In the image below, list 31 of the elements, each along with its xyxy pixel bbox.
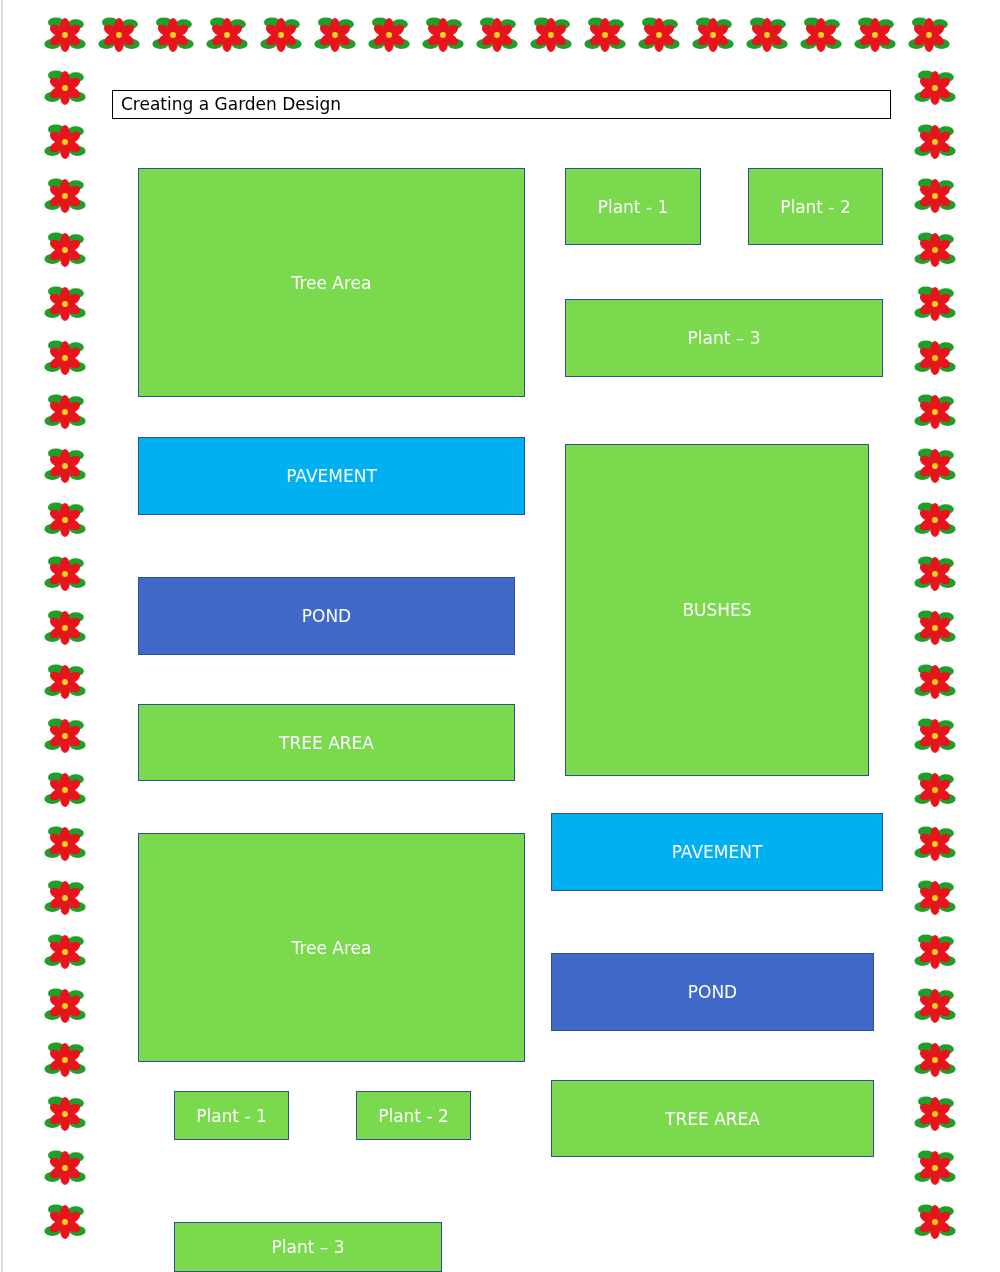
planting-area bbox=[138, 833, 525, 1062]
planting-area bbox=[551, 1080, 874, 1157]
area-label: POND bbox=[687, 982, 738, 1002]
planting-area bbox=[356, 1091, 471, 1140]
planting-area bbox=[565, 444, 869, 776]
area-label: Plant - 2 bbox=[780, 196, 851, 217]
area-label: Plant – 3 bbox=[271, 1237, 345, 1257]
area-label: TREE AREA bbox=[665, 1108, 760, 1129]
planting-area bbox=[174, 1091, 289, 1140]
area-label: Plant – 3 bbox=[687, 328, 761, 348]
area-label: TREE AREA bbox=[279, 732, 374, 753]
planting-area bbox=[138, 704, 515, 781]
planting-area bbox=[565, 168, 701, 245]
pavement-area bbox=[138, 437, 525, 515]
planting-area bbox=[138, 168, 525, 397]
area-label: POND bbox=[301, 606, 352, 626]
planting-area bbox=[565, 299, 883, 377]
area-label: BUSHES bbox=[682, 600, 752, 620]
pond-area bbox=[138, 577, 515, 655]
area-label: Tree Area bbox=[291, 272, 372, 293]
area-label: Plant - 1 bbox=[597, 196, 669, 217]
pavement-area bbox=[551, 813, 883, 891]
title-text-box: Creating a Garden Design bbox=[112, 90, 891, 119]
planting-area bbox=[748, 168, 883, 245]
planting-area bbox=[174, 1222, 442, 1272]
area-label: Tree Area bbox=[291, 937, 372, 958]
area-label: Plant - 1 bbox=[196, 1105, 267, 1126]
area-label: PAVEMENT bbox=[671, 842, 763, 862]
area-label: Plant - 2 bbox=[378, 1105, 449, 1126]
area-label: PAVEMENT bbox=[286, 466, 377, 486]
pond-area bbox=[551, 953, 874, 1031]
